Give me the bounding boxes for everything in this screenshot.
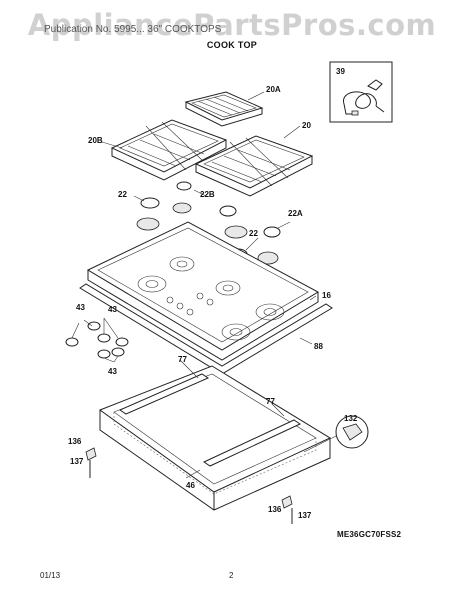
callout-46: 46: [186, 481, 195, 490]
callout-88: 88: [314, 342, 323, 351]
knobs-43: [65, 317, 129, 363]
inset-harness: [329, 61, 393, 123]
burner-box-46: [98, 365, 332, 511]
page-title: COOK TOP: [206, 40, 258, 50]
footer-date: 01/13: [40, 571, 61, 580]
callout-16: 16: [322, 291, 331, 300]
publication-header: Publication No. 5995... 36" COOKTOPS: [44, 24, 222, 35]
clip-132: [303, 415, 369, 453]
model-code: ME36GC70FSS2: [337, 530, 402, 539]
callout-22-left: 22: [118, 190, 127, 199]
grate-20b: [110, 119, 228, 181]
callout-43-top: 43: [76, 303, 85, 312]
grate-20a: [184, 91, 264, 127]
callout-20a: 20A: [266, 85, 281, 94]
callout-22b: 22B: [200, 190, 215, 199]
footer-page-number: 2: [229, 571, 234, 580]
callout-132: 132: [344, 414, 358, 423]
grate-20: [194, 135, 314, 197]
callout-77-right: 77: [266, 397, 275, 406]
watermark: AppliancePartsPros.com: [27, 8, 437, 42]
callout-22a: 22A: [288, 209, 303, 218]
callout-20: 20: [302, 121, 311, 130]
callout-136-right: 136: [268, 505, 282, 514]
brackets-77: [118, 373, 302, 467]
hardware-136-137: [85, 447, 293, 524]
callout-22-right: 22: [249, 229, 258, 238]
callout-137-left: 137: [70, 457, 84, 466]
callout-43-bottom: 43: [108, 367, 117, 376]
callout-77-left: 77: [178, 355, 187, 364]
leader-lines: [101, 91, 317, 479]
callout-136-left: 136: [68, 437, 82, 446]
callout-39: 39: [336, 67, 345, 76]
callout-20b: 20B: [88, 136, 103, 145]
callout-137-right: 137: [298, 511, 312, 520]
callout-43-mid: 43: [108, 305, 117, 314]
cooktop-panel-16: [86, 221, 320, 361]
